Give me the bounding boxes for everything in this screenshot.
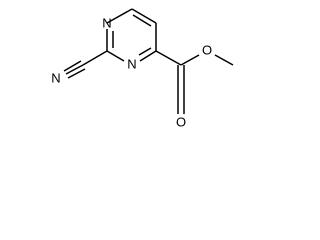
atom-ester-o: O	[202, 43, 212, 58]
bond-n1-c6	[106, 8, 133, 24]
pyrimidine-ring	[106, 8, 157, 62]
atom-ring-n1: N	[102, 16, 111, 31]
methyl-ester-group	[155, 50, 234, 114]
bond-n3-c2	[106, 50, 125, 62]
bond-c6-c5-inner	[132, 14, 152, 27]
bond-c2-cn	[82, 50, 108, 66]
atom-ring-n3: N	[127, 57, 136, 72]
bond-cn-triple-2	[63, 60, 82, 72]
atom-nitrile-n: N	[51, 71, 60, 86]
bond-cn-triple-1	[65, 64, 84, 75]
bond-carbonyl-c-ester-o	[180, 54, 200, 66]
bond-c4-carbonyl-c	[155, 50, 182, 66]
bond-c4-n3	[139, 50, 157, 62]
bond-c4-n3-inner	[138, 47, 152, 56]
nitrile-group	[63, 50, 108, 79]
bond-c6-c5	[131, 8, 157, 24]
bond-cn-triple-3	[67, 68, 86, 79]
bond-ester-o-methyl	[214, 54, 234, 66]
atom-carbonyl-o: O	[176, 115, 186, 130]
chemical-structure: N N N O O	[51, 8, 234, 130]
